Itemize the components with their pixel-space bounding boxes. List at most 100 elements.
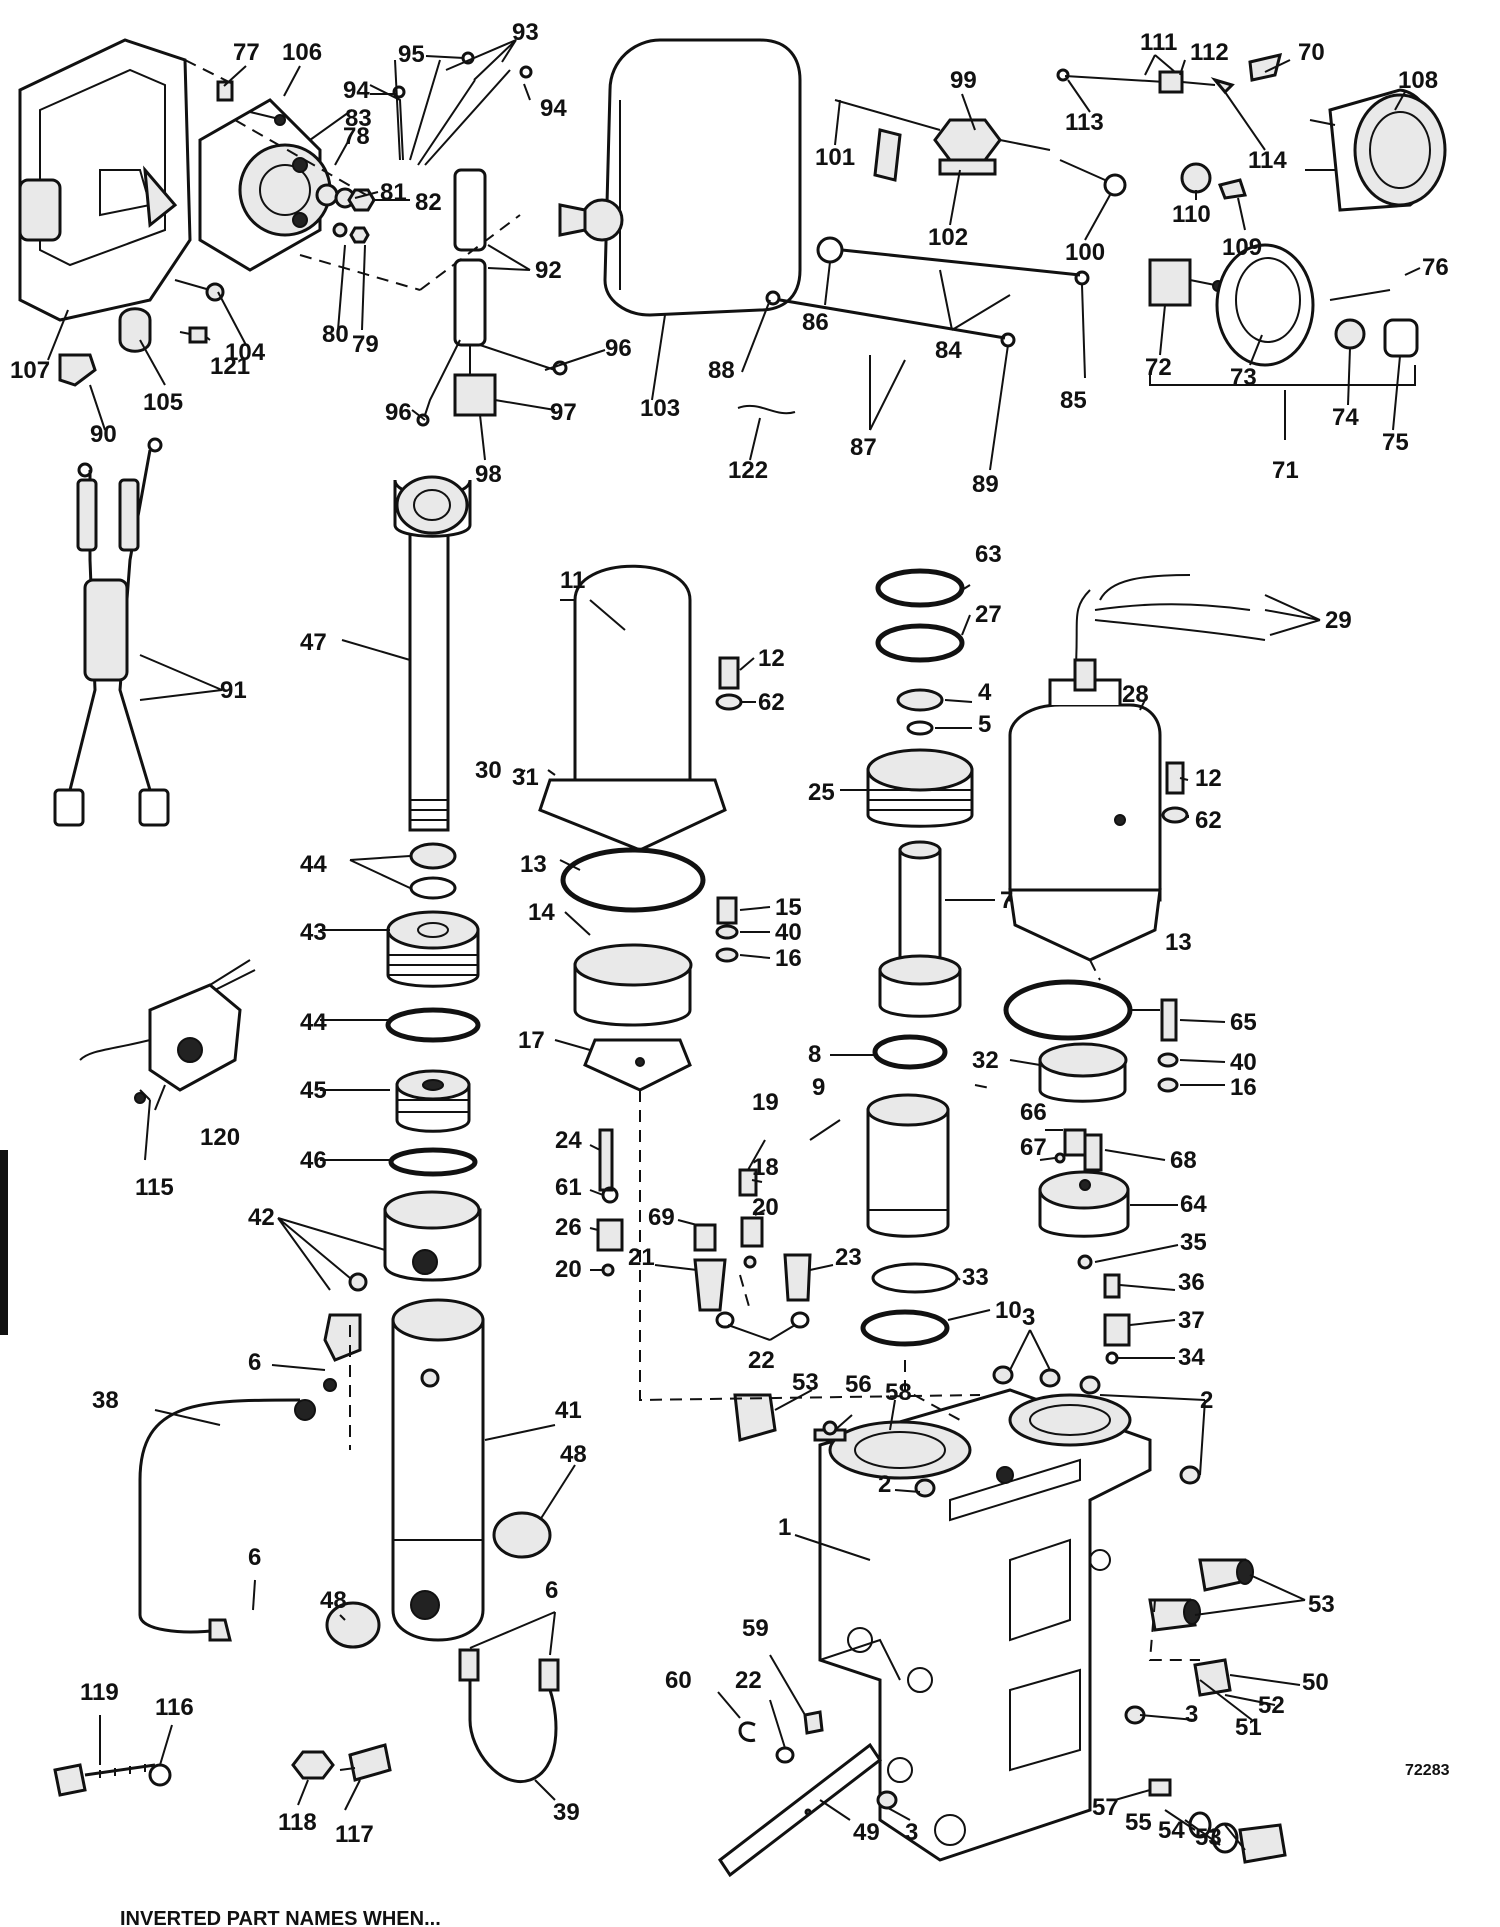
valve-body-64	[1038, 1128, 1130, 1238]
callout-96a: 96	[605, 335, 632, 362]
o-ring-13a	[560, 847, 706, 913]
callout-118: 118	[278, 1809, 317, 1836]
callout-94b: 94	[540, 95, 567, 122]
seal-ring-44	[409, 842, 457, 900]
callout-113: 113	[1065, 109, 1104, 136]
callout-32: 32	[972, 1047, 999, 1074]
callout-6b: 6	[248, 1544, 261, 1571]
callout-51: 51	[1235, 1714, 1262, 1741]
battery-cable-part	[53, 437, 170, 827]
callout-76: 76	[1422, 254, 1449, 281]
wire-rod-group	[1056, 52, 1283, 95]
callout-87: 87	[850, 434, 877, 461]
callout-56: 56	[845, 1371, 872, 1398]
callout-6c: 6	[545, 1577, 558, 1604]
callout-35: 35	[1180, 1229, 1207, 1256]
figure-id: 72283	[1405, 1762, 1450, 1779]
motor-11-hardware	[715, 656, 743, 963]
callout-79: 79	[352, 331, 379, 358]
callout-10: 10	[995, 1297, 1022, 1324]
callout-90: 90	[90, 421, 117, 448]
callout-77: 77	[233, 39, 260, 66]
plate-17-part	[583, 1038, 692, 1092]
callout-5: 5	[978, 711, 991, 738]
callout-53a: 53	[792, 1369, 819, 1396]
callout-33: 33	[962, 1264, 989, 1291]
edge-register-mark	[0, 1150, 8, 1335]
callout-21: 21	[628, 1244, 655, 1271]
callout-88: 88	[708, 357, 735, 384]
callout-81: 81	[380, 179, 407, 206]
callout-102: 102	[928, 224, 968, 251]
callout-37: 37	[1178, 1307, 1205, 1334]
callout-62b: 62	[1195, 807, 1222, 834]
callout-120: 120	[200, 1124, 240, 1151]
callout-96b: 96	[385, 399, 412, 426]
motor-28-hardware	[1161, 761, 1189, 824]
callout-95: 95	[398, 41, 425, 68]
lamp-parts	[1180, 162, 1247, 200]
small-valve-parts	[596, 1128, 812, 1329]
callout-14: 14	[528, 899, 555, 926]
callout-99: 99	[950, 67, 977, 94]
callout-12a: 12	[758, 645, 785, 672]
callout-97: 97	[550, 399, 577, 426]
pump-housing-1	[818, 1388, 1152, 1862]
callout-3c: 3	[905, 1819, 918, 1846]
small-parts-34-37	[1077, 1254, 1131, 1365]
callout-36: 36	[1178, 1269, 1205, 1296]
callout-22a: 22	[748, 1347, 775, 1374]
callout-121: 121	[210, 353, 250, 380]
bushing-48a	[492, 1511, 552, 1559]
callout-115: 115	[135, 1174, 174, 1201]
callout-labels: 77 106 95 93 94 94 83 78 81 82 92 80 79 …	[10, 19, 1449, 1851]
rods-84-87	[737, 236, 1090, 415]
callout-1: 1	[778, 1514, 791, 1541]
callout-78: 78	[343, 123, 370, 150]
callout-18: 18	[752, 1154, 779, 1181]
callout-117: 117	[335, 1821, 374, 1848]
callout-23: 23	[835, 1244, 862, 1271]
callout-92: 92	[535, 257, 562, 284]
callout-93: 93	[512, 19, 539, 46]
callout-74: 74	[1332, 404, 1359, 431]
pump-stack-parts	[860, 568, 974, 1347]
callout-29: 29	[1325, 607, 1352, 634]
cylinder-cap-part	[386, 910, 480, 988]
callout-72: 72	[1145, 354, 1172, 381]
callout-89: 89	[972, 471, 999, 498]
callout-12b: 12	[1195, 765, 1222, 792]
callout-44a: 44	[300, 851, 327, 878]
callout-108: 108	[1398, 67, 1438, 94]
switch-assembly-part	[79, 959, 256, 1104]
callout-111: 111	[1140, 29, 1177, 56]
toggle-switch-part	[1148, 258, 1224, 307]
footer-text: INVERTED PART NAMES WHEN...	[120, 1908, 441, 1927]
callout-16b: 16	[1230, 1074, 1257, 1101]
callout-53c: 53	[1195, 1824, 1222, 1851]
o-ring-13b	[1003, 979, 1133, 1041]
callout-59: 59	[742, 1615, 769, 1642]
callout-3a: 3	[1022, 1304, 1035, 1331]
callout-7: 7	[1000, 887, 1013, 914]
callout-2a: 2	[1200, 1387, 1213, 1414]
callout-65: 65	[1230, 1009, 1257, 1036]
piston-part	[395, 1069, 471, 1133]
callout-104: 104	[225, 339, 266, 366]
callout-48a: 48	[560, 1441, 587, 1468]
bolt-hardware-bottom	[53, 1743, 392, 1797]
callout-leaders	[47, 39, 1421, 1851]
callout-61: 61	[555, 1174, 582, 1201]
callout-50: 50	[1302, 1669, 1329, 1696]
callout-2b: 2	[878, 1471, 891, 1498]
callout-3b: 3	[1185, 1701, 1198, 1728]
callout-122: 122	[728, 457, 768, 484]
callout-45: 45	[300, 1077, 327, 1104]
callout-91: 91	[220, 677, 247, 704]
callout-42: 42	[248, 1204, 275, 1231]
callout-66: 66	[1020, 1099, 1047, 1126]
callout-64: 64	[1180, 1191, 1207, 1218]
callout-9: 9	[812, 1074, 825, 1101]
callout-73: 73	[1230, 364, 1257, 391]
